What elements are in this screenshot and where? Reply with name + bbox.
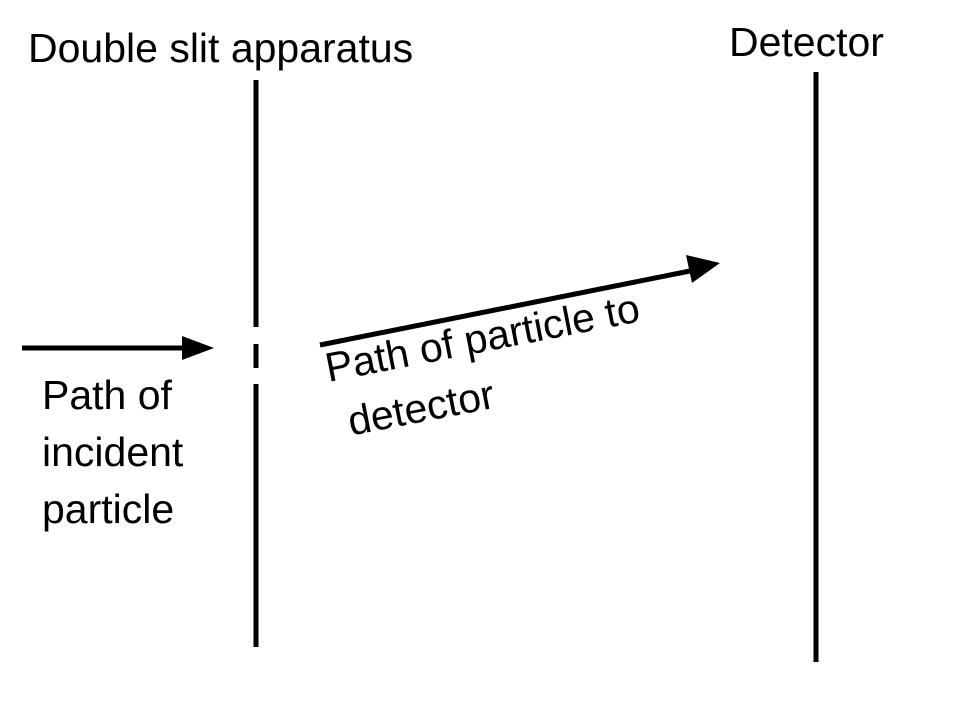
- incident-label-line: particle: [42, 486, 175, 532]
- detector-path-arrow: [319, 255, 720, 348]
- arrowhead-icon: [686, 255, 720, 283]
- arrowhead-icon: [182, 336, 214, 360]
- incident-label-line: Path of: [42, 372, 172, 418]
- incident-arrow: [22, 336, 214, 360]
- apparatus-label: Double slit apparatus: [28, 25, 414, 71]
- detector-label: Detector: [729, 19, 884, 65]
- incident-label-line: incident: [42, 429, 184, 475]
- incident-label: Path of incident particle: [42, 367, 183, 538]
